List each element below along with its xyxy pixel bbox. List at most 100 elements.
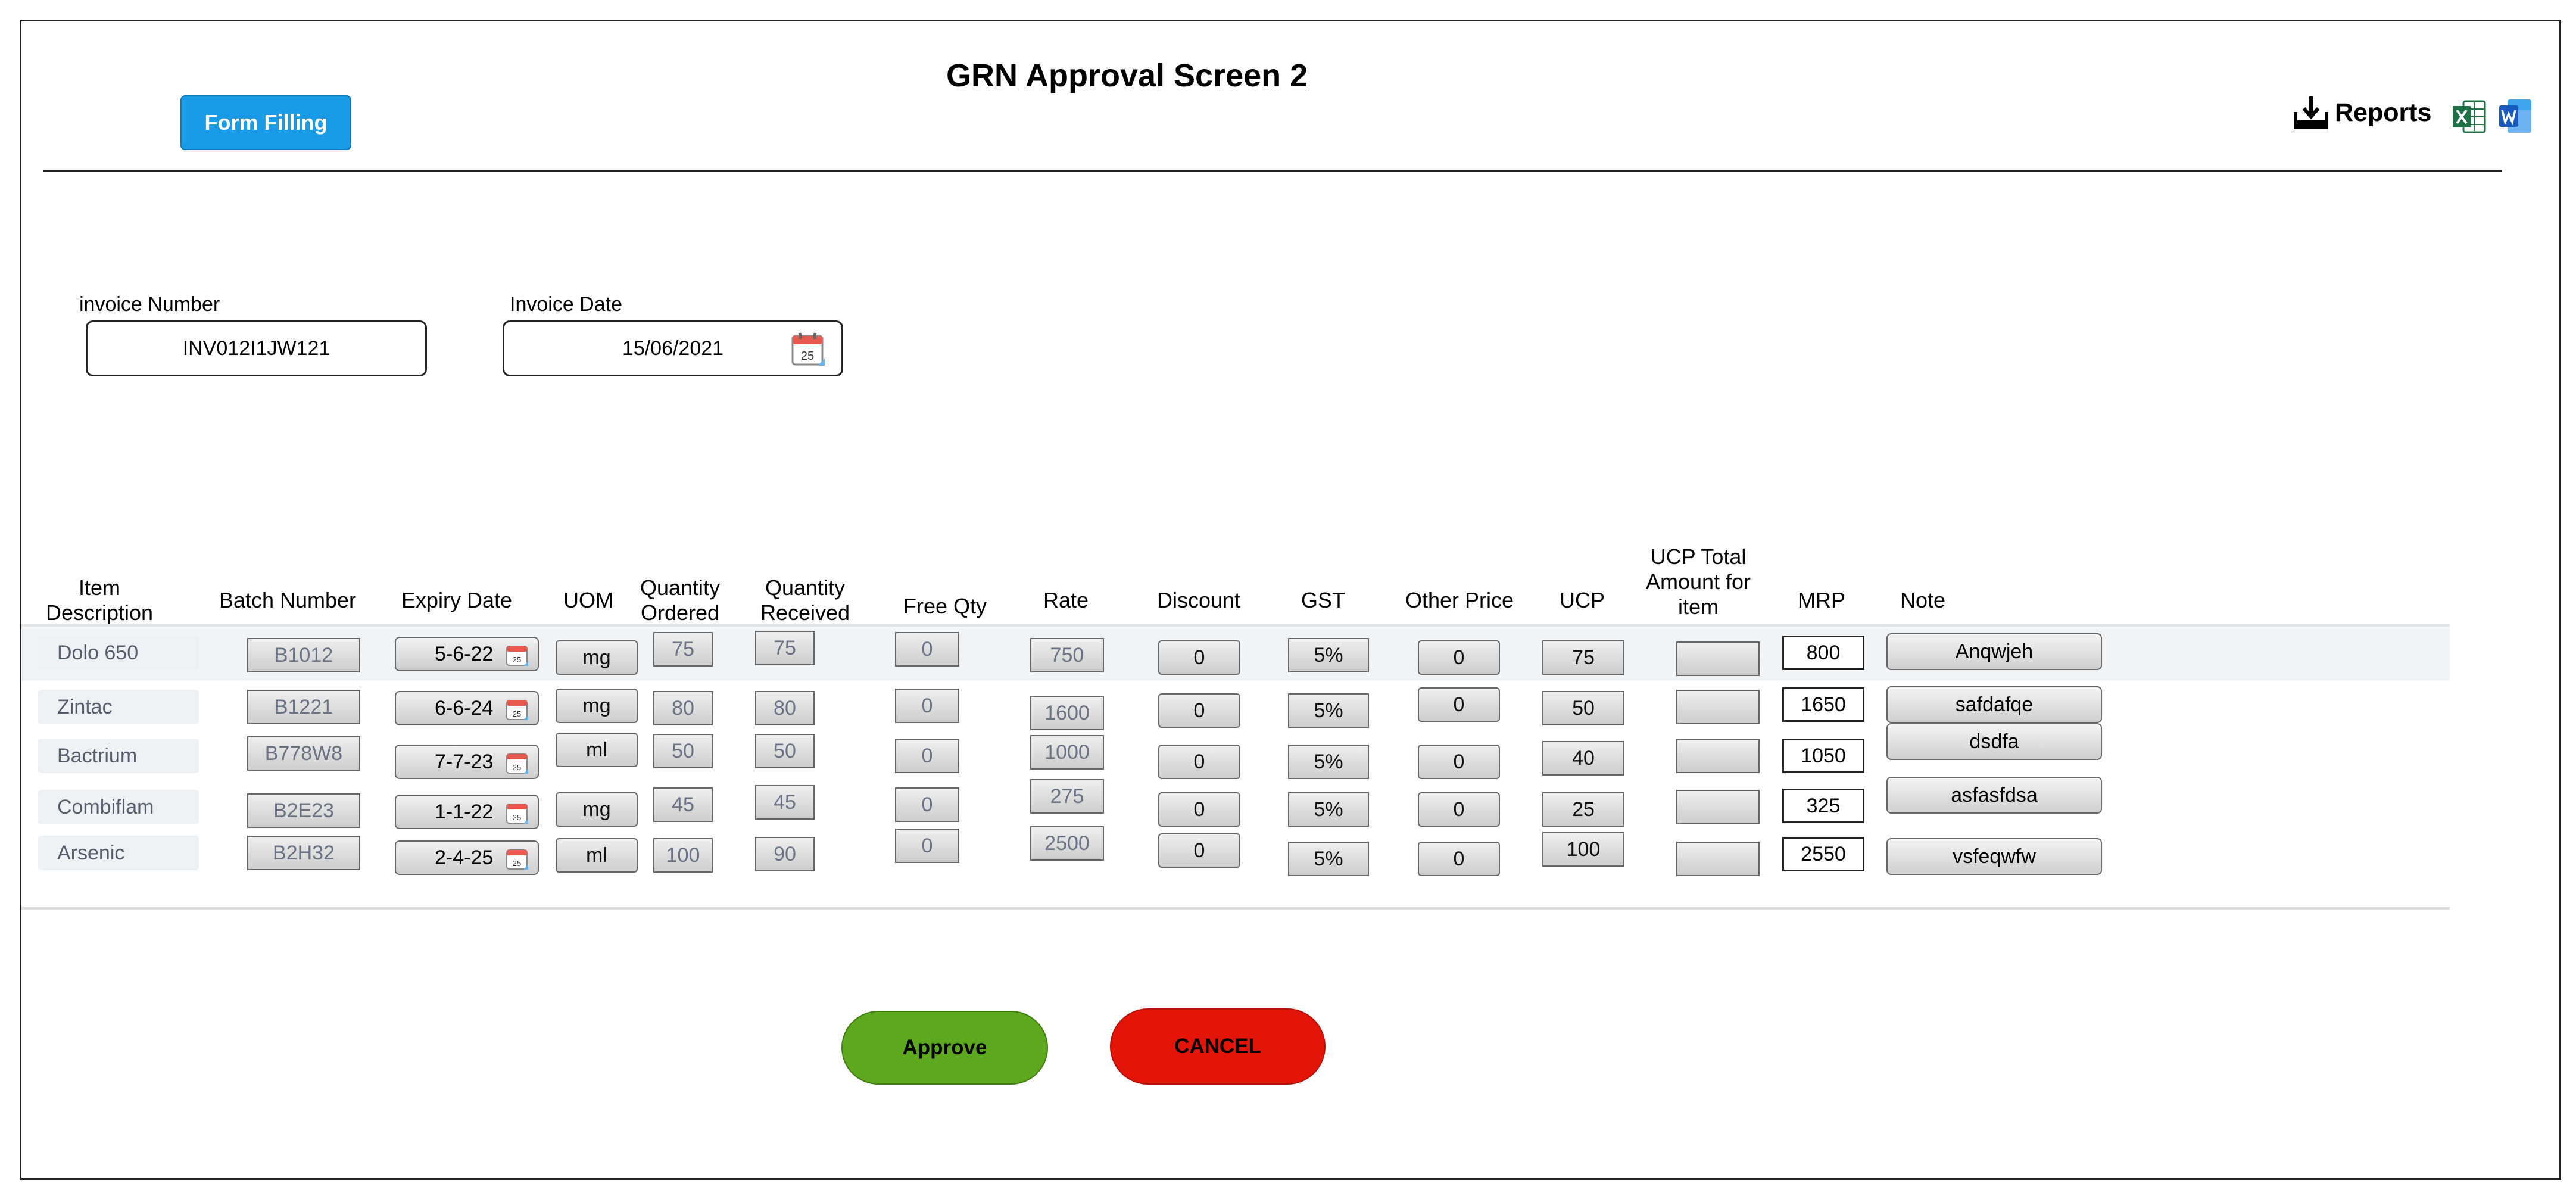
cell-ucp[interactable]: 50: [1542, 691, 1624, 725]
excel-icon[interactable]: [2452, 100, 2486, 133]
calendar-icon[interactable]: 25: [506, 643, 529, 667]
cell-gst[interactable]: 5%: [1288, 842, 1369, 876]
cell-ucp[interactable]: 75: [1542, 640, 1624, 675]
column-header-line: Ordered: [640, 600, 720, 625]
cell-uom[interactable]: ml: [556, 733, 638, 767]
cell-other-price[interactable]: 0: [1418, 687, 1500, 722]
mrp-field[interactable]: 1650: [1782, 687, 1864, 722]
mrp-field[interactable]: 2550: [1782, 837, 1864, 871]
cell-free-qty[interactable]: 0: [895, 787, 959, 822]
column-header-line: Note: [1900, 588, 1946, 612]
cell-qty-received[interactable]: 75: [755, 631, 815, 665]
cell-ucp-total[interactable]: [1676, 739, 1760, 773]
cell-batch[interactable]: B2E23: [247, 793, 360, 828]
mrp-field[interactable]: 800: [1782, 636, 1864, 670]
cell-other-price[interactable]: 0: [1418, 745, 1500, 779]
cell-free-qty[interactable]: 0: [895, 689, 959, 723]
column-header-line: Description: [45, 600, 154, 625]
cell-qty-received[interactable]: 80: [755, 691, 815, 725]
cell-batch[interactable]: B1012: [247, 638, 360, 672]
cell-qty-ordered[interactable]: 100: [653, 838, 713, 873]
cell-ucp-total[interactable]: [1676, 690, 1760, 724]
cell-free-qty[interactable]: 0: [895, 739, 959, 773]
calendar-icon[interactable]: 25: [506, 801, 529, 825]
svg-text:25: 25: [513, 709, 521, 718]
calendar-icon[interactable]: 25: [506, 751, 529, 775]
note-button[interactable]: dsdfa: [1886, 723, 2102, 760]
calendar-icon[interactable]: 25: [506, 847, 529, 871]
invoice-number-field[interactable]: INV012I1JW121: [86, 320, 427, 376]
column-header-line: Free Qty: [903, 594, 987, 618]
calendar-icon[interactable]: 25: [791, 332, 826, 367]
cell-other-price[interactable]: 0: [1418, 842, 1500, 876]
reports-button[interactable]: Reports: [2293, 94, 2431, 131]
cell-qty-received[interactable]: 45: [755, 785, 815, 820]
column-header-expiry-date: Expiry Date: [401, 588, 512, 613]
cell-discount[interactable]: 0: [1158, 693, 1240, 728]
cell-other-price[interactable]: 0: [1418, 792, 1500, 827]
table-top-rule: [21, 624, 2450, 627]
cell-ucp-total[interactable]: [1676, 641, 1760, 676]
note-button[interactable]: vsfeqwfw: [1886, 838, 2102, 875]
column-header-line: Batch Number: [219, 588, 357, 612]
note-button[interactable]: safdafqe: [1886, 686, 2102, 723]
svg-text:25: 25: [513, 655, 521, 664]
cell-gst[interactable]: 5%: [1288, 638, 1369, 672]
cell-discount[interactable]: 0: [1158, 792, 1240, 827]
cell-qty-received[interactable]: 90: [755, 837, 815, 871]
approve-button[interactable]: Approve: [841, 1011, 1048, 1085]
cancel-button[interactable]: CANCEL: [1110, 1008, 1326, 1085]
mrp-field[interactable]: 325: [1782, 789, 1864, 823]
expiry-date-field[interactable]: 5-6-22 25: [395, 637, 539, 671]
cell-qty-received[interactable]: 50: [755, 734, 815, 768]
cell-rate[interactable]: 1600: [1030, 696, 1104, 730]
cell-rate[interactable]: 750: [1030, 638, 1104, 672]
cell-batch[interactable]: B778W8: [247, 736, 360, 771]
calendar-icon[interactable]: 25: [506, 697, 529, 721]
cell-gst[interactable]: 5%: [1288, 693, 1369, 728]
cell-qty-ordered[interactable]: 45: [653, 787, 713, 822]
cell-ucp-total[interactable]: [1676, 790, 1760, 824]
cell-discount[interactable]: 0: [1158, 745, 1240, 779]
cell-qty-ordered[interactable]: 50: [653, 734, 713, 768]
note-button[interactable]: Anqwjeh: [1886, 633, 2102, 670]
invoice-date-field[interactable]: 15/06/2021: [503, 320, 843, 376]
cell-ucp-total[interactable]: [1676, 842, 1760, 876]
cell-discount[interactable]: 0: [1158, 640, 1240, 675]
cell-rate[interactable]: 1000: [1030, 735, 1104, 770]
word-icon[interactable]: [2498, 98, 2533, 134]
cell-gst[interactable]: 5%: [1288, 745, 1369, 779]
cell-free-qty[interactable]: 0: [895, 829, 959, 863]
cell-rate[interactable]: 2500: [1030, 826, 1104, 861]
expiry-date-value: 5-6-22: [435, 642, 494, 665]
cell-uom[interactable]: mg: [556, 792, 638, 827]
cell-batch[interactable]: B2H32: [247, 836, 360, 870]
item-description-cell: Dolo 650: [38, 636, 199, 670]
note-button[interactable]: asfasfdsa: [1886, 777, 2102, 814]
cell-qty-ordered[interactable]: 80: [653, 691, 713, 725]
column-header-mrp: MRP: [1798, 588, 1845, 613]
cell-uom[interactable]: ml: [556, 838, 638, 873]
cell-batch[interactable]: B1221: [247, 690, 360, 724]
cell-uom[interactable]: mg: [556, 689, 638, 723]
cell-gst[interactable]: 5%: [1288, 792, 1369, 827]
form-filling-button[interactable]: Form Filling: [180, 95, 351, 150]
column-header-line: Amount for: [1645, 569, 1751, 594]
mrp-field[interactable]: 1050: [1782, 739, 1864, 773]
cell-ucp[interactable]: 40: [1542, 741, 1624, 776]
cell-free-qty[interactable]: 0: [895, 632, 959, 667]
column-header-line: UCP: [1559, 588, 1605, 612]
cell-discount[interactable]: 0: [1158, 833, 1240, 868]
cell-uom[interactable]: mg: [556, 640, 638, 675]
cell-ucp[interactable]: 25: [1542, 792, 1624, 827]
cell-qty-ordered[interactable]: 75: [653, 632, 713, 667]
cell-rate[interactable]: 275: [1030, 779, 1104, 814]
cell-other-price[interactable]: 0: [1418, 640, 1500, 675]
cell-ucp[interactable]: 100: [1542, 832, 1624, 867]
svg-text:25: 25: [513, 763, 521, 772]
